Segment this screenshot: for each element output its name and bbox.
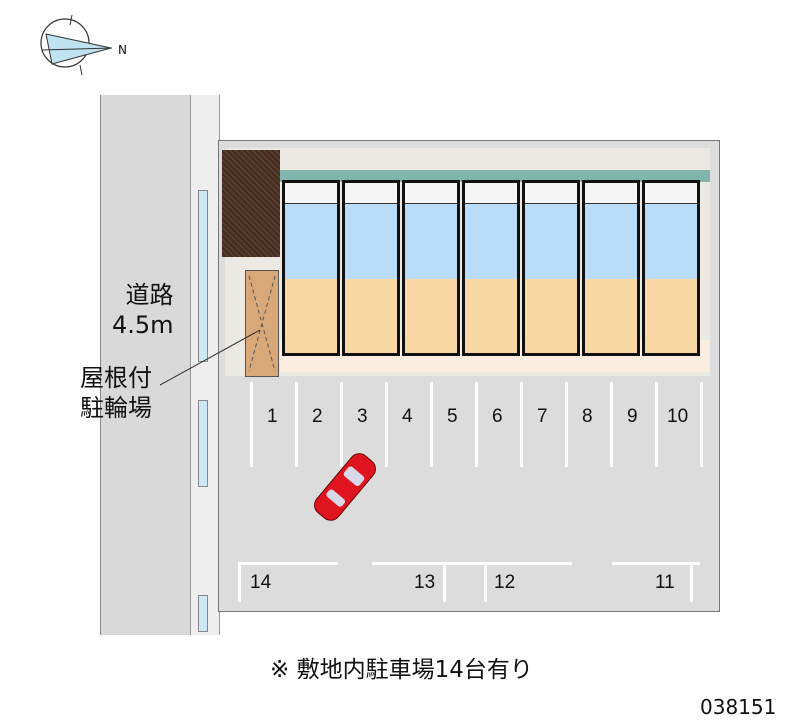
parking-divider <box>238 562 241 602</box>
road-label: 道路 4.5m <box>112 280 174 340</box>
entrance <box>645 183 697 204</box>
parking-space-12: 12 <box>494 572 516 593</box>
wet-area <box>585 183 637 281</box>
parking-divider <box>430 382 433 467</box>
living-room <box>345 279 397 353</box>
covered-bike-parking <box>245 270 279 377</box>
parking-space-4: 4 <box>402 406 413 427</box>
parking-space-14: 14 <box>250 572 272 593</box>
bike-parking-label-line1: 屋根付 <box>80 364 152 392</box>
living-room <box>525 279 577 353</box>
entrance <box>525 183 577 204</box>
roof-edge <box>280 170 710 182</box>
bike-parking-label: 屋根付 駐輪場 <box>80 363 152 423</box>
parking-divider <box>565 382 568 467</box>
compass-north-label: N <box>118 43 127 57</box>
bike-parking-label-line2: 駐輪場 <box>80 394 152 422</box>
gutter <box>198 595 208 632</box>
apartment-unit <box>462 180 520 356</box>
parking-space-7: 7 <box>537 406 548 427</box>
gutter <box>198 400 208 487</box>
entrance <box>465 183 517 204</box>
parking-line <box>372 562 572 565</box>
parking-divider <box>250 382 253 467</box>
parking-line <box>238 562 338 565</box>
parking-divider <box>340 382 343 467</box>
parking-space-2: 2 <box>312 406 323 427</box>
wet-area <box>645 183 697 281</box>
entrance <box>585 183 637 204</box>
parking-space-5: 5 <box>447 406 458 427</box>
road <box>100 95 193 635</box>
wet-area <box>525 183 577 281</box>
parking-space-1: 1 <box>267 406 278 427</box>
parking-space-10: 10 <box>667 406 689 427</box>
parking-caption: ※ 敷地内駐車場14台有り <box>270 657 533 683</box>
sidewalk <box>190 95 220 635</box>
wet-area <box>405 183 457 281</box>
parking-divider <box>700 382 703 467</box>
parking-divider <box>610 382 613 467</box>
apartment-unit <box>582 180 640 356</box>
parking-space-13: 13 <box>414 572 436 593</box>
leader-line <box>160 330 261 386</box>
parking-divider <box>484 562 487 602</box>
living-room <box>405 279 457 353</box>
apartment-unit <box>282 180 340 356</box>
apartment-unit <box>402 180 460 356</box>
garden-bed <box>222 150 280 257</box>
apartment-unit <box>642 180 700 356</box>
parking-line <box>612 562 700 565</box>
compass-icon: N <box>40 14 127 76</box>
apartment-unit <box>522 180 580 356</box>
parking-space-8: 8 <box>582 406 593 427</box>
parking-divider <box>655 382 658 467</box>
parking-divider <box>443 562 446 602</box>
property-code: 038151 <box>700 695 777 719</box>
living-room <box>465 279 517 353</box>
wet-area <box>345 183 397 281</box>
parking-divider <box>690 562 693 602</box>
parking-divider <box>475 382 478 467</box>
parking-divider <box>385 382 388 467</box>
parking-space-11: 11 <box>655 572 675 593</box>
wet-area <box>465 183 517 281</box>
entrance <box>345 183 397 204</box>
parking-space-9: 9 <box>627 406 638 427</box>
living-room <box>585 279 637 353</box>
entrance <box>405 183 457 204</box>
parking-space-6: 6 <box>492 406 503 427</box>
parking-divider <box>295 382 298 467</box>
entrance <box>285 183 337 204</box>
road-label-line2: 4.5m <box>112 311 174 339</box>
parking-divider <box>520 382 523 467</box>
car-icon <box>314 453 376 521</box>
road-label-line1: 道路 <box>125 281 174 309</box>
living-room <box>645 279 697 353</box>
apartment-unit <box>342 180 400 356</box>
living-room <box>285 279 337 353</box>
wet-area <box>285 183 337 281</box>
parking-space-3: 3 <box>357 406 368 427</box>
